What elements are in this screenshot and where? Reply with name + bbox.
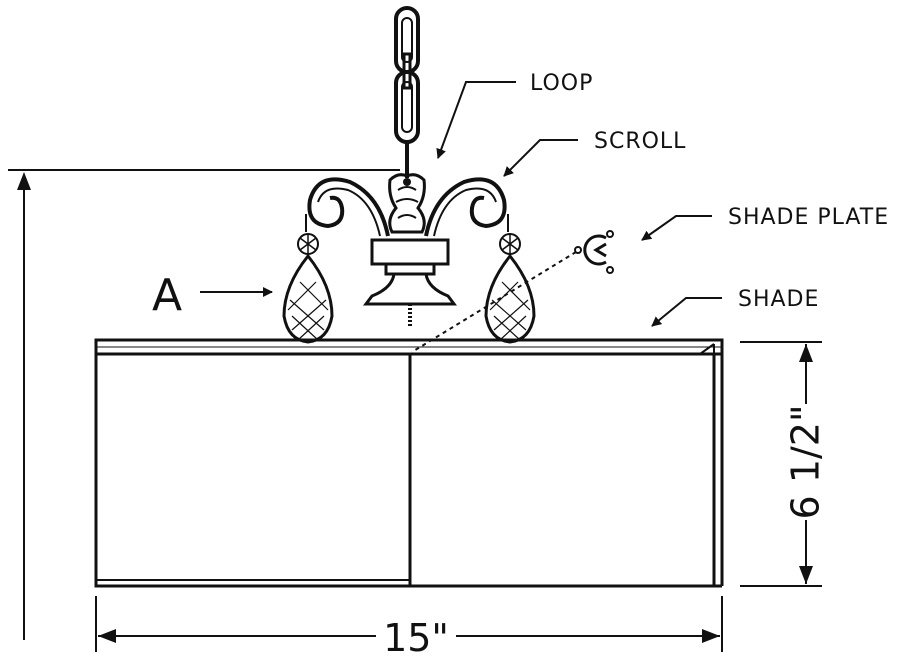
shade-width-dimension: [95, 596, 723, 652]
shade: [94, 338, 724, 588]
center-cup: [363, 238, 457, 328]
shade-label: SHADE: [738, 287, 819, 312]
shade-height-dimension: [740, 341, 822, 587]
loop-callout: [436, 81, 516, 159]
overall-height-dimension: [8, 169, 400, 640]
left-crystal: [282, 233, 334, 344]
chain: [394, 6, 420, 178]
shade-plate-part: [411, 230, 614, 353]
shade-plate-callout: [641, 215, 712, 241]
scroll-label: SCROLL: [594, 129, 686, 154]
scroll-arms: [305, 177, 509, 237]
scroll-callout: [503, 139, 578, 177]
shade-height-label: 6 1/2": [784, 405, 828, 520]
right-crystal: [484, 233, 536, 344]
a-label: A: [152, 270, 182, 321]
shade-width-label: 15": [383, 616, 449, 659]
loop-ornament: [388, 173, 426, 234]
shade-callout: [651, 297, 722, 327]
loop-label: LOOP: [530, 71, 593, 96]
shade-plate-label: SHADE PLATE: [728, 205, 889, 230]
